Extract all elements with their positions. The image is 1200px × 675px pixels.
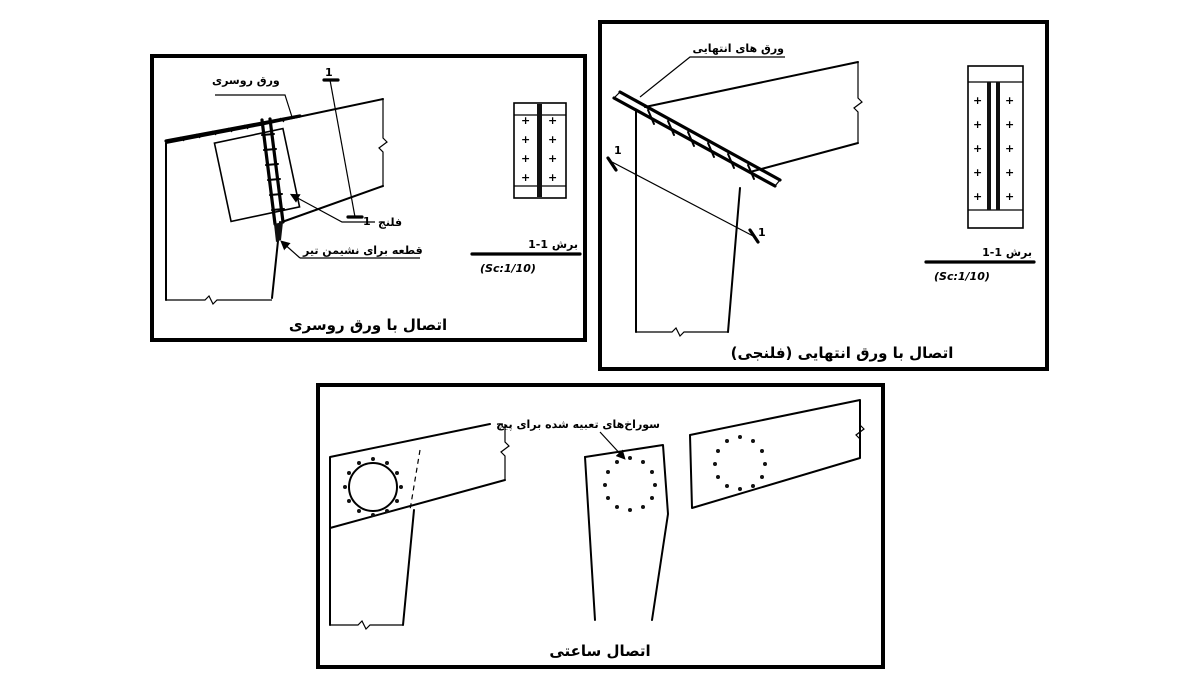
svg-text:+: + bbox=[973, 118, 982, 131]
section-mark-bottom: 1 bbox=[758, 226, 766, 239]
flange-plate bbox=[213, 117, 301, 242]
end-plates bbox=[612, 90, 782, 188]
rafter-beam bbox=[644, 61, 863, 173]
svg-text:+: + bbox=[1005, 166, 1014, 179]
panel-frame bbox=[598, 20, 1049, 371]
panel-roof-plate-connection: 1 1 ورق روسری فلنج قطعه برای نشیمن تیر +… bbox=[150, 54, 587, 342]
rafter-beam bbox=[259, 98, 388, 223]
label-end-plates: ورق های انتهایی bbox=[692, 42, 784, 55]
svg-text:+: + bbox=[1005, 142, 1014, 155]
column bbox=[635, 109, 741, 338]
bolt-ring-left bbox=[343, 457, 403, 517]
label-flange: فلنج bbox=[378, 216, 402, 229]
svg-text:+: + bbox=[548, 114, 557, 127]
seat-piece bbox=[274, 222, 283, 242]
bolt-holes-leader bbox=[599, 431, 626, 460]
column-piece bbox=[584, 444, 669, 621]
beam-piece bbox=[689, 399, 865, 509]
svg-text:+: + bbox=[1005, 190, 1014, 203]
panel-caption: اتصال ساعتی bbox=[549, 642, 650, 660]
panel-caption: اتصال با ورق روسری bbox=[289, 316, 447, 334]
section-cut-line: 1 1 bbox=[606, 144, 766, 244]
bolt-ring-column bbox=[603, 456, 657, 512]
section-mark-top: 1 bbox=[325, 66, 333, 79]
label-bolt-holes: سوراخ‌های تعبیه شده برای پیچ bbox=[496, 418, 660, 431]
svg-text:+: + bbox=[973, 190, 982, 203]
flange-leader bbox=[289, 193, 375, 223]
svg-text:+: + bbox=[521, 152, 530, 165]
svg-text:+: + bbox=[1005, 94, 1014, 107]
panel-clock-connection: سوراخ‌های تعبیه شده برای پیچ اتصال ساعتی bbox=[316, 383, 885, 669]
section-detail: + + + + + + + + bbox=[513, 102, 567, 199]
roof-plate bbox=[164, 114, 302, 143]
svg-text:+: + bbox=[521, 114, 530, 127]
section-mark-top: 1 bbox=[614, 144, 622, 157]
panel-caption: اتصال با ورق انتهایی (فلنجی) bbox=[731, 344, 954, 362]
svg-text:+: + bbox=[1005, 118, 1014, 131]
section-scale: (Sc:1/10) bbox=[480, 262, 536, 275]
section-title: برش 1-1 bbox=[982, 246, 1032, 259]
label-roof-plate: ورق روسری bbox=[212, 74, 280, 87]
panel-end-plate-connection: 1 1 ورق های انتهایی + + + + + + + + + + برش 1… bbox=[598, 20, 1049, 371]
svg-text:+: + bbox=[548, 171, 557, 184]
svg-text:+: + bbox=[521, 171, 530, 184]
panel-frame bbox=[316, 383, 885, 669]
svg-text:+: + bbox=[973, 94, 982, 107]
svg-text:+: + bbox=[548, 152, 557, 165]
svg-text:+: + bbox=[548, 133, 557, 146]
svg-text:+: + bbox=[521, 133, 530, 146]
svg-text:+: + bbox=[973, 166, 982, 179]
end-plates-leader bbox=[639, 56, 785, 98]
section-scale: (Sc:1/10) bbox=[934, 270, 990, 283]
svg-text:+: + bbox=[973, 142, 982, 155]
section-title: برش 1-1 bbox=[528, 238, 578, 251]
roof-plate-leader bbox=[215, 94, 293, 118]
bolt-ring-beam bbox=[713, 435, 767, 491]
label-seat-piece: قطعه برای نشیمن تیر bbox=[302, 244, 423, 257]
seat-leader bbox=[280, 240, 301, 259]
panel-frame bbox=[150, 54, 587, 342]
section-detail: + + + + + + + + + + bbox=[967, 65, 1024, 229]
assembled-joint bbox=[329, 423, 510, 631]
